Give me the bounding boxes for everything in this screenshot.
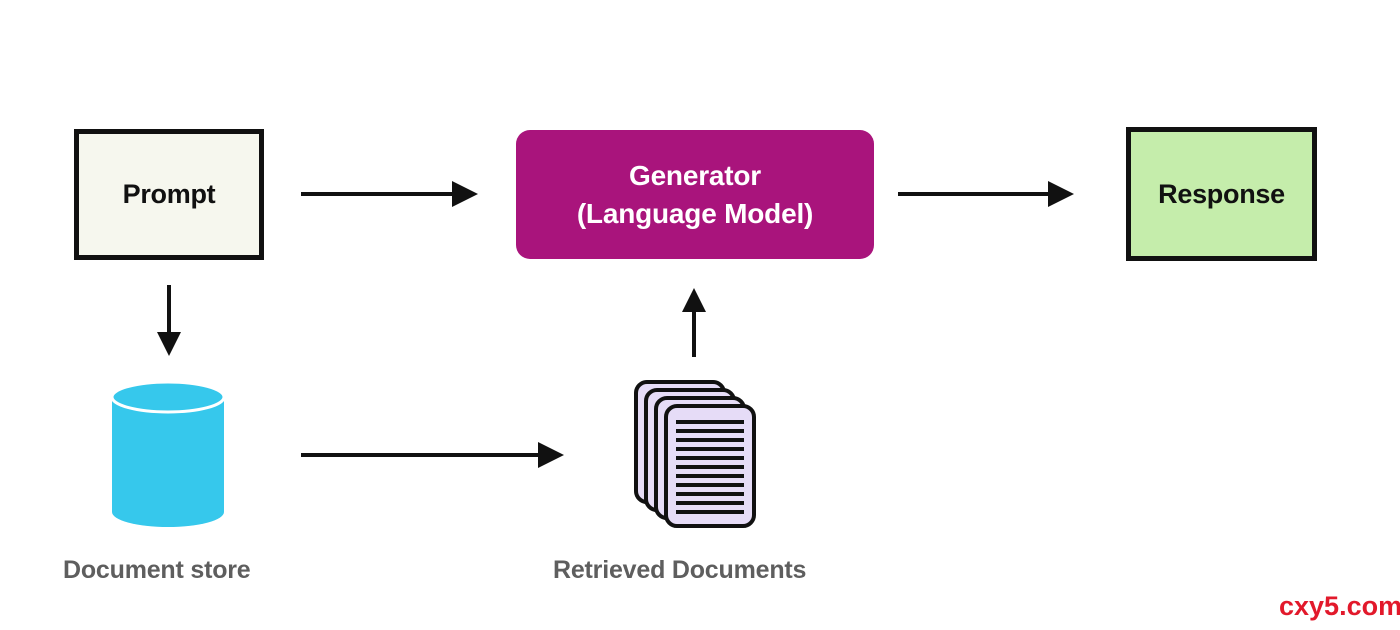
watermark: cxy5.com [1279,591,1400,621]
generator-subtitle: (Language Model) [576,197,814,229]
arrow-store-to-retrieved [301,442,564,468]
generator-node: Generator (Language Model) [516,130,874,259]
retrieved-documents-label: Retrieved Documents [553,556,807,584]
document-store-label: Document store [63,556,251,584]
response-label: Response [1158,178,1285,209]
prompt-label: Prompt [122,179,216,209]
prompt-node: Prompt [74,129,264,260]
generator-title: Generator [628,159,762,191]
arrow-prompt-to-document-store [157,285,181,356]
arrow-retrieved-to-generator [682,288,706,357]
arrow-generator-to-response [898,181,1074,207]
database-cylinder-icon [110,380,226,527]
response-node: Response [1126,127,1317,261]
arrow-prompt-to-generator [301,181,478,207]
document-stack-icon [634,380,756,528]
